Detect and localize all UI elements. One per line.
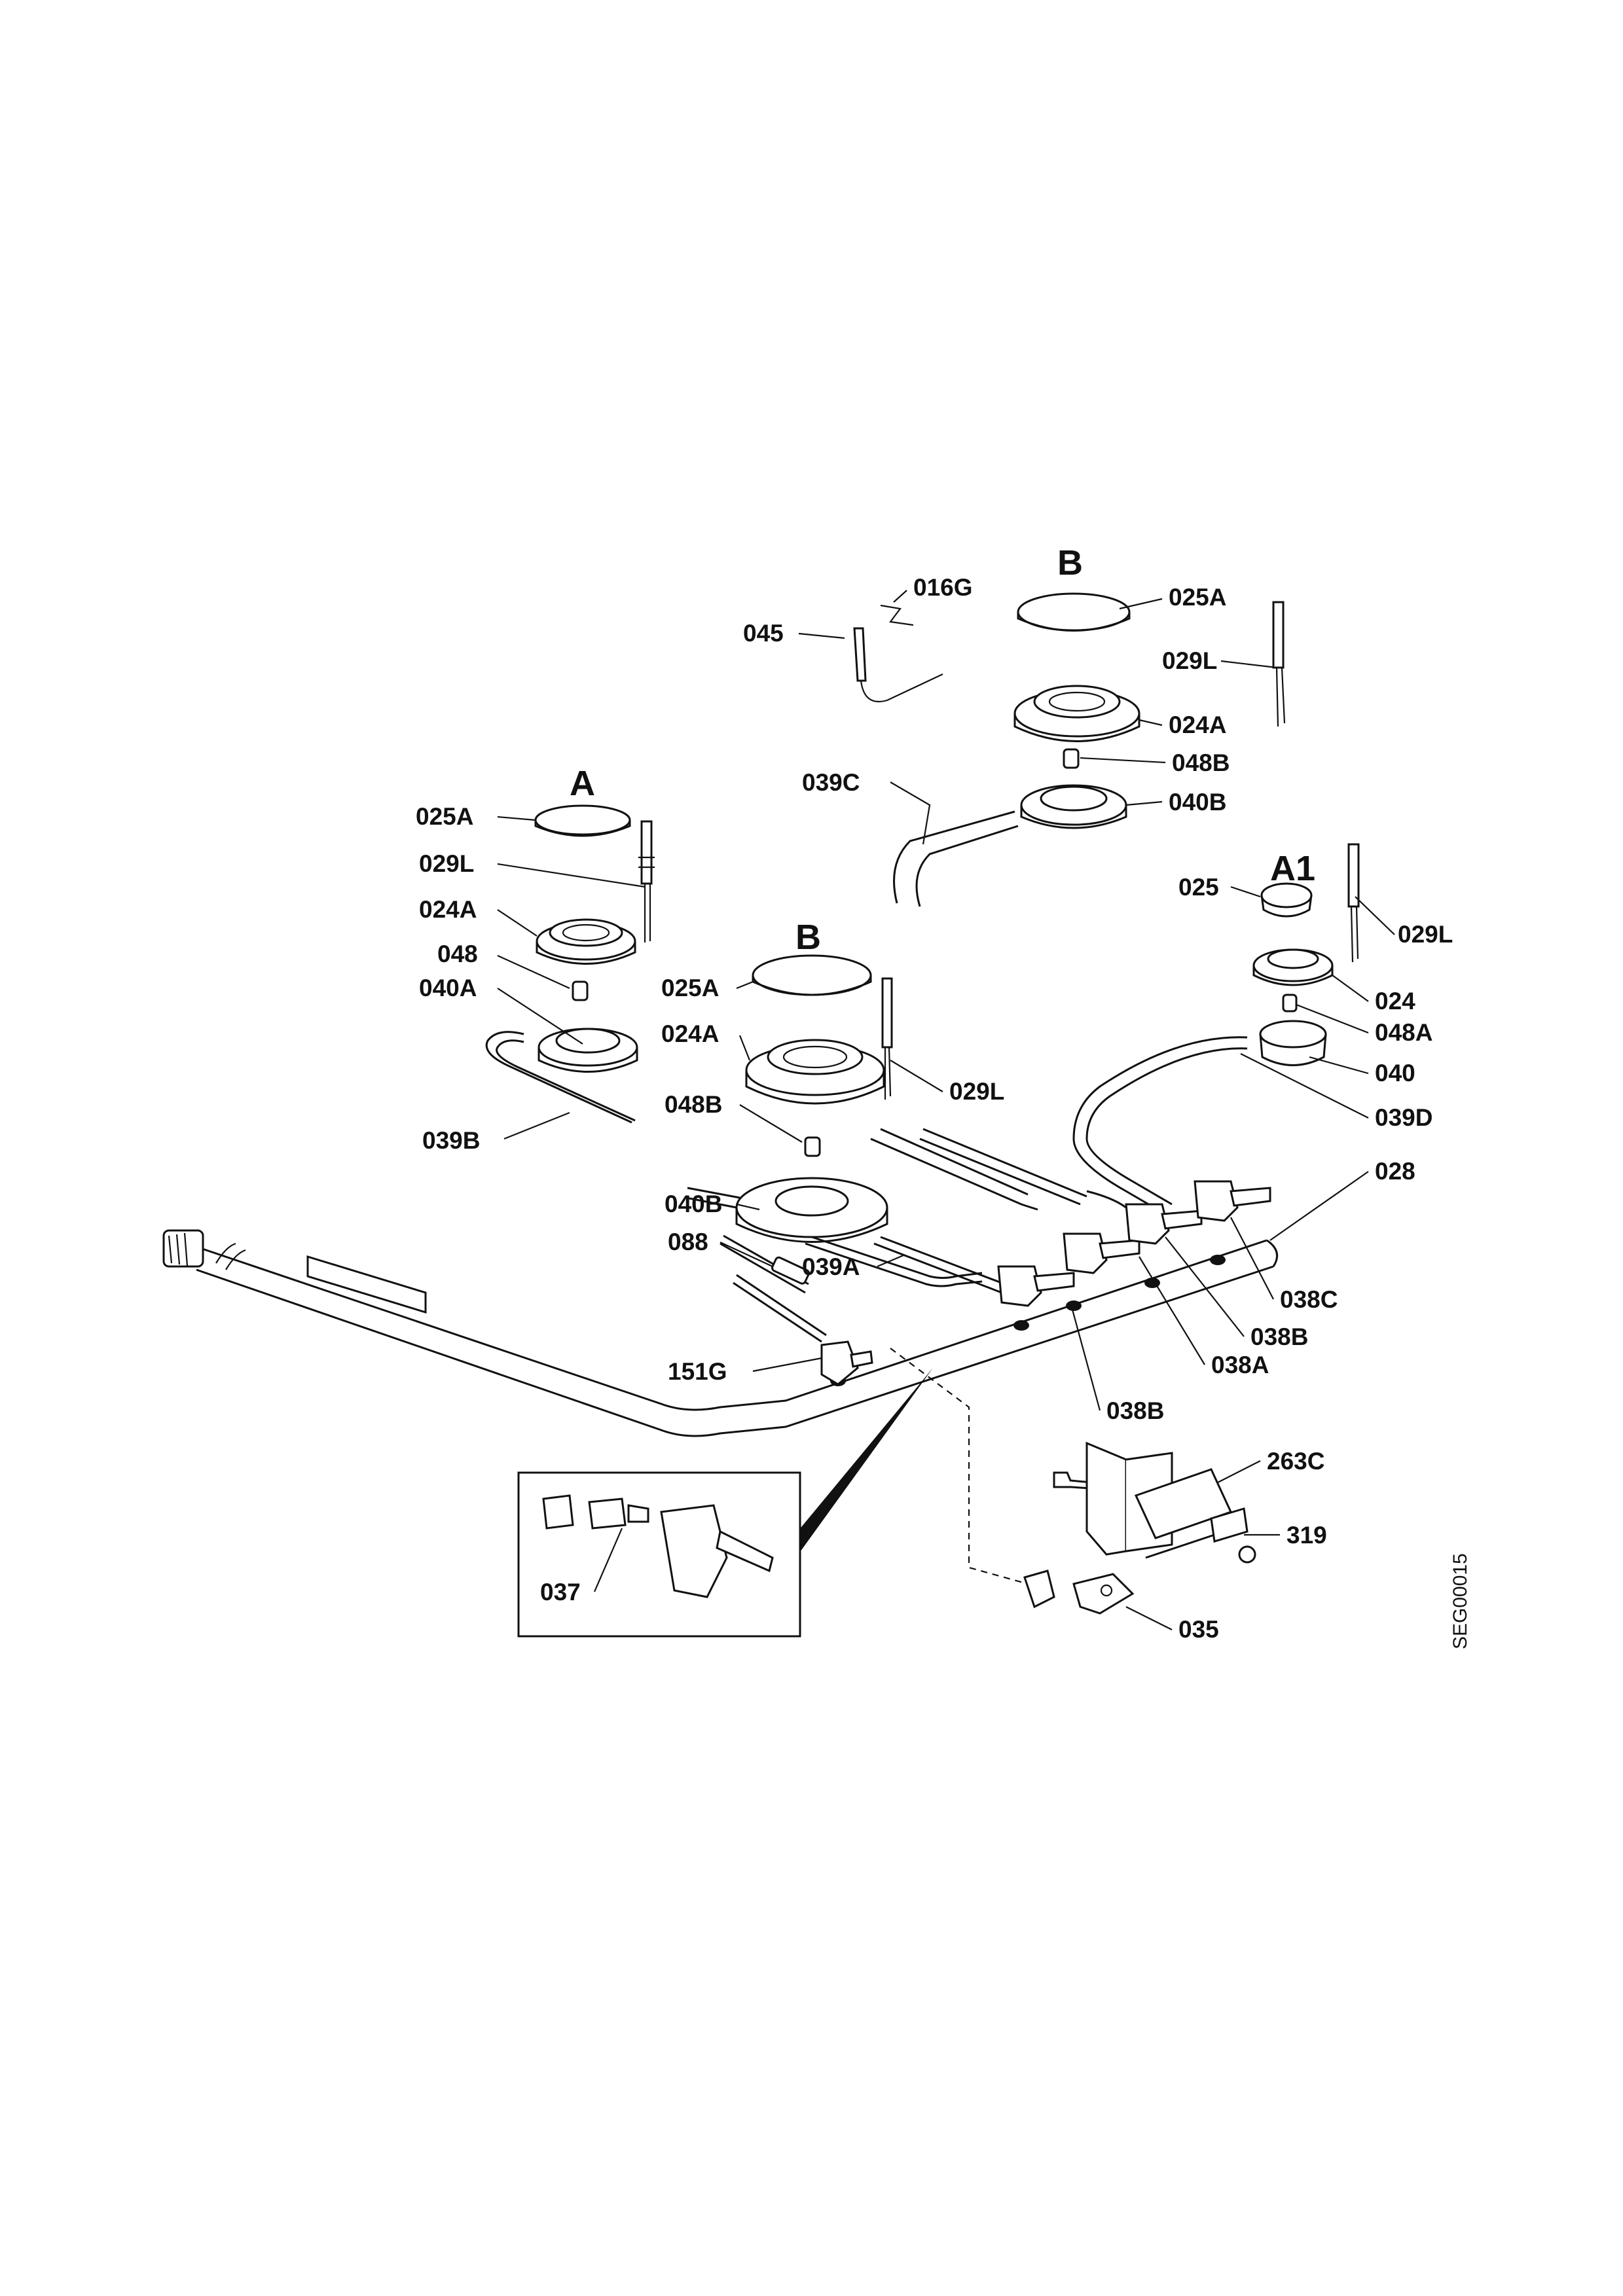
ignition-switch-assembly	[1023, 1441, 1256, 1615]
part-label-040B-burner-b-front: 040B	[665, 1191, 722, 1217]
part-label-029L-center-back: 029L	[1162, 647, 1217, 674]
part-label-151G: 151G	[668, 1358, 727, 1385]
part-label-039B: 039B	[422, 1127, 480, 1154]
part-label-038B-upper: 038B	[1250, 1323, 1308, 1350]
group-label-burner-b-front: B	[795, 918, 821, 957]
valve-038A	[1125, 1203, 1203, 1245]
part-label-037: 037	[540, 1579, 581, 1605]
part-label-048B-center-back: 048B	[1172, 749, 1230, 776]
part-label-040B-center-back: 040B	[1169, 789, 1226, 816]
part-label-025A-center-back: 025A	[1169, 584, 1226, 611]
group-label-burner-b-back: B	[1057, 543, 1083, 583]
part-label-029L-burner-b-front: 029L	[949, 1078, 1004, 1105]
part-label-045: 045	[743, 620, 784, 647]
part-label-038A: 038A	[1211, 1352, 1269, 1378]
part-label-039D: 039D	[1375, 1104, 1432, 1131]
valves	[720, 1180, 1271, 1585]
part-label-039A: 039A	[802, 1253, 860, 1280]
burner-b-front-parts	[685, 954, 1127, 1294]
part-label-024A-center-back: 024A	[1169, 711, 1226, 738]
inset-callout-wedge	[792, 1368, 933, 1561]
part-label-039C: 039C	[802, 769, 860, 796]
leader-lines	[497, 590, 1395, 1630]
part-label-016G: 016G	[913, 574, 973, 601]
part-label-025A-burner-b-front: 025A	[661, 975, 719, 1001]
part-label-040: 040	[1375, 1060, 1415, 1086]
part-label-025-burner-a1: 025	[1178, 874, 1219, 901]
burner-b-back-parts	[853, 592, 1286, 907]
group-label-burner-a1: A1	[1270, 849, 1315, 888]
valve-038B-left	[997, 1265, 1075, 1307]
part-label-029L-burner-a: 029L	[419, 850, 474, 877]
part-label-024: 024	[1375, 988, 1415, 1014]
part-label-048A: 048A	[1375, 1019, 1432, 1046]
part-label-025A-burner-a: 025A	[416, 803, 473, 830]
part-label-024A-burner-b-front: 024A	[661, 1020, 719, 1047]
part-label-024A-burner-a: 024A	[419, 896, 477, 923]
part-label-028: 028	[1375, 1158, 1415, 1185]
burner-a-parts	[485, 804, 655, 1124]
part-label-038B-lower: 038B	[1106, 1397, 1164, 1424]
part-label-048-burner-a: 048	[437, 941, 478, 967]
part-label-029L-burner-a1: 029L	[1398, 921, 1453, 948]
part-label-035: 035	[1178, 1616, 1219, 1643]
part-label-048B-burner-b-front: 048B	[665, 1091, 722, 1118]
thermocouple-088	[720, 1234, 810, 1294]
part-label-088: 088	[668, 1229, 708, 1255]
valve-038C	[1194, 1180, 1271, 1222]
valve-151G	[733, 1274, 873, 1386]
drawing-code: SEG00015	[1450, 1553, 1471, 1649]
part-label-038C: 038C	[1280, 1286, 1338, 1313]
inset-box-037	[517, 1471, 801, 1638]
burner-a1-parts	[1072, 843, 1360, 1215]
part-label-319: 319	[1286, 1522, 1327, 1549]
group-label-burner-a: A	[570, 764, 595, 803]
part-label-040A: 040A	[419, 975, 477, 1001]
part-label-263C: 263C	[1267, 1448, 1324, 1475]
valve-038B-right	[1063, 1232, 1140, 1274]
